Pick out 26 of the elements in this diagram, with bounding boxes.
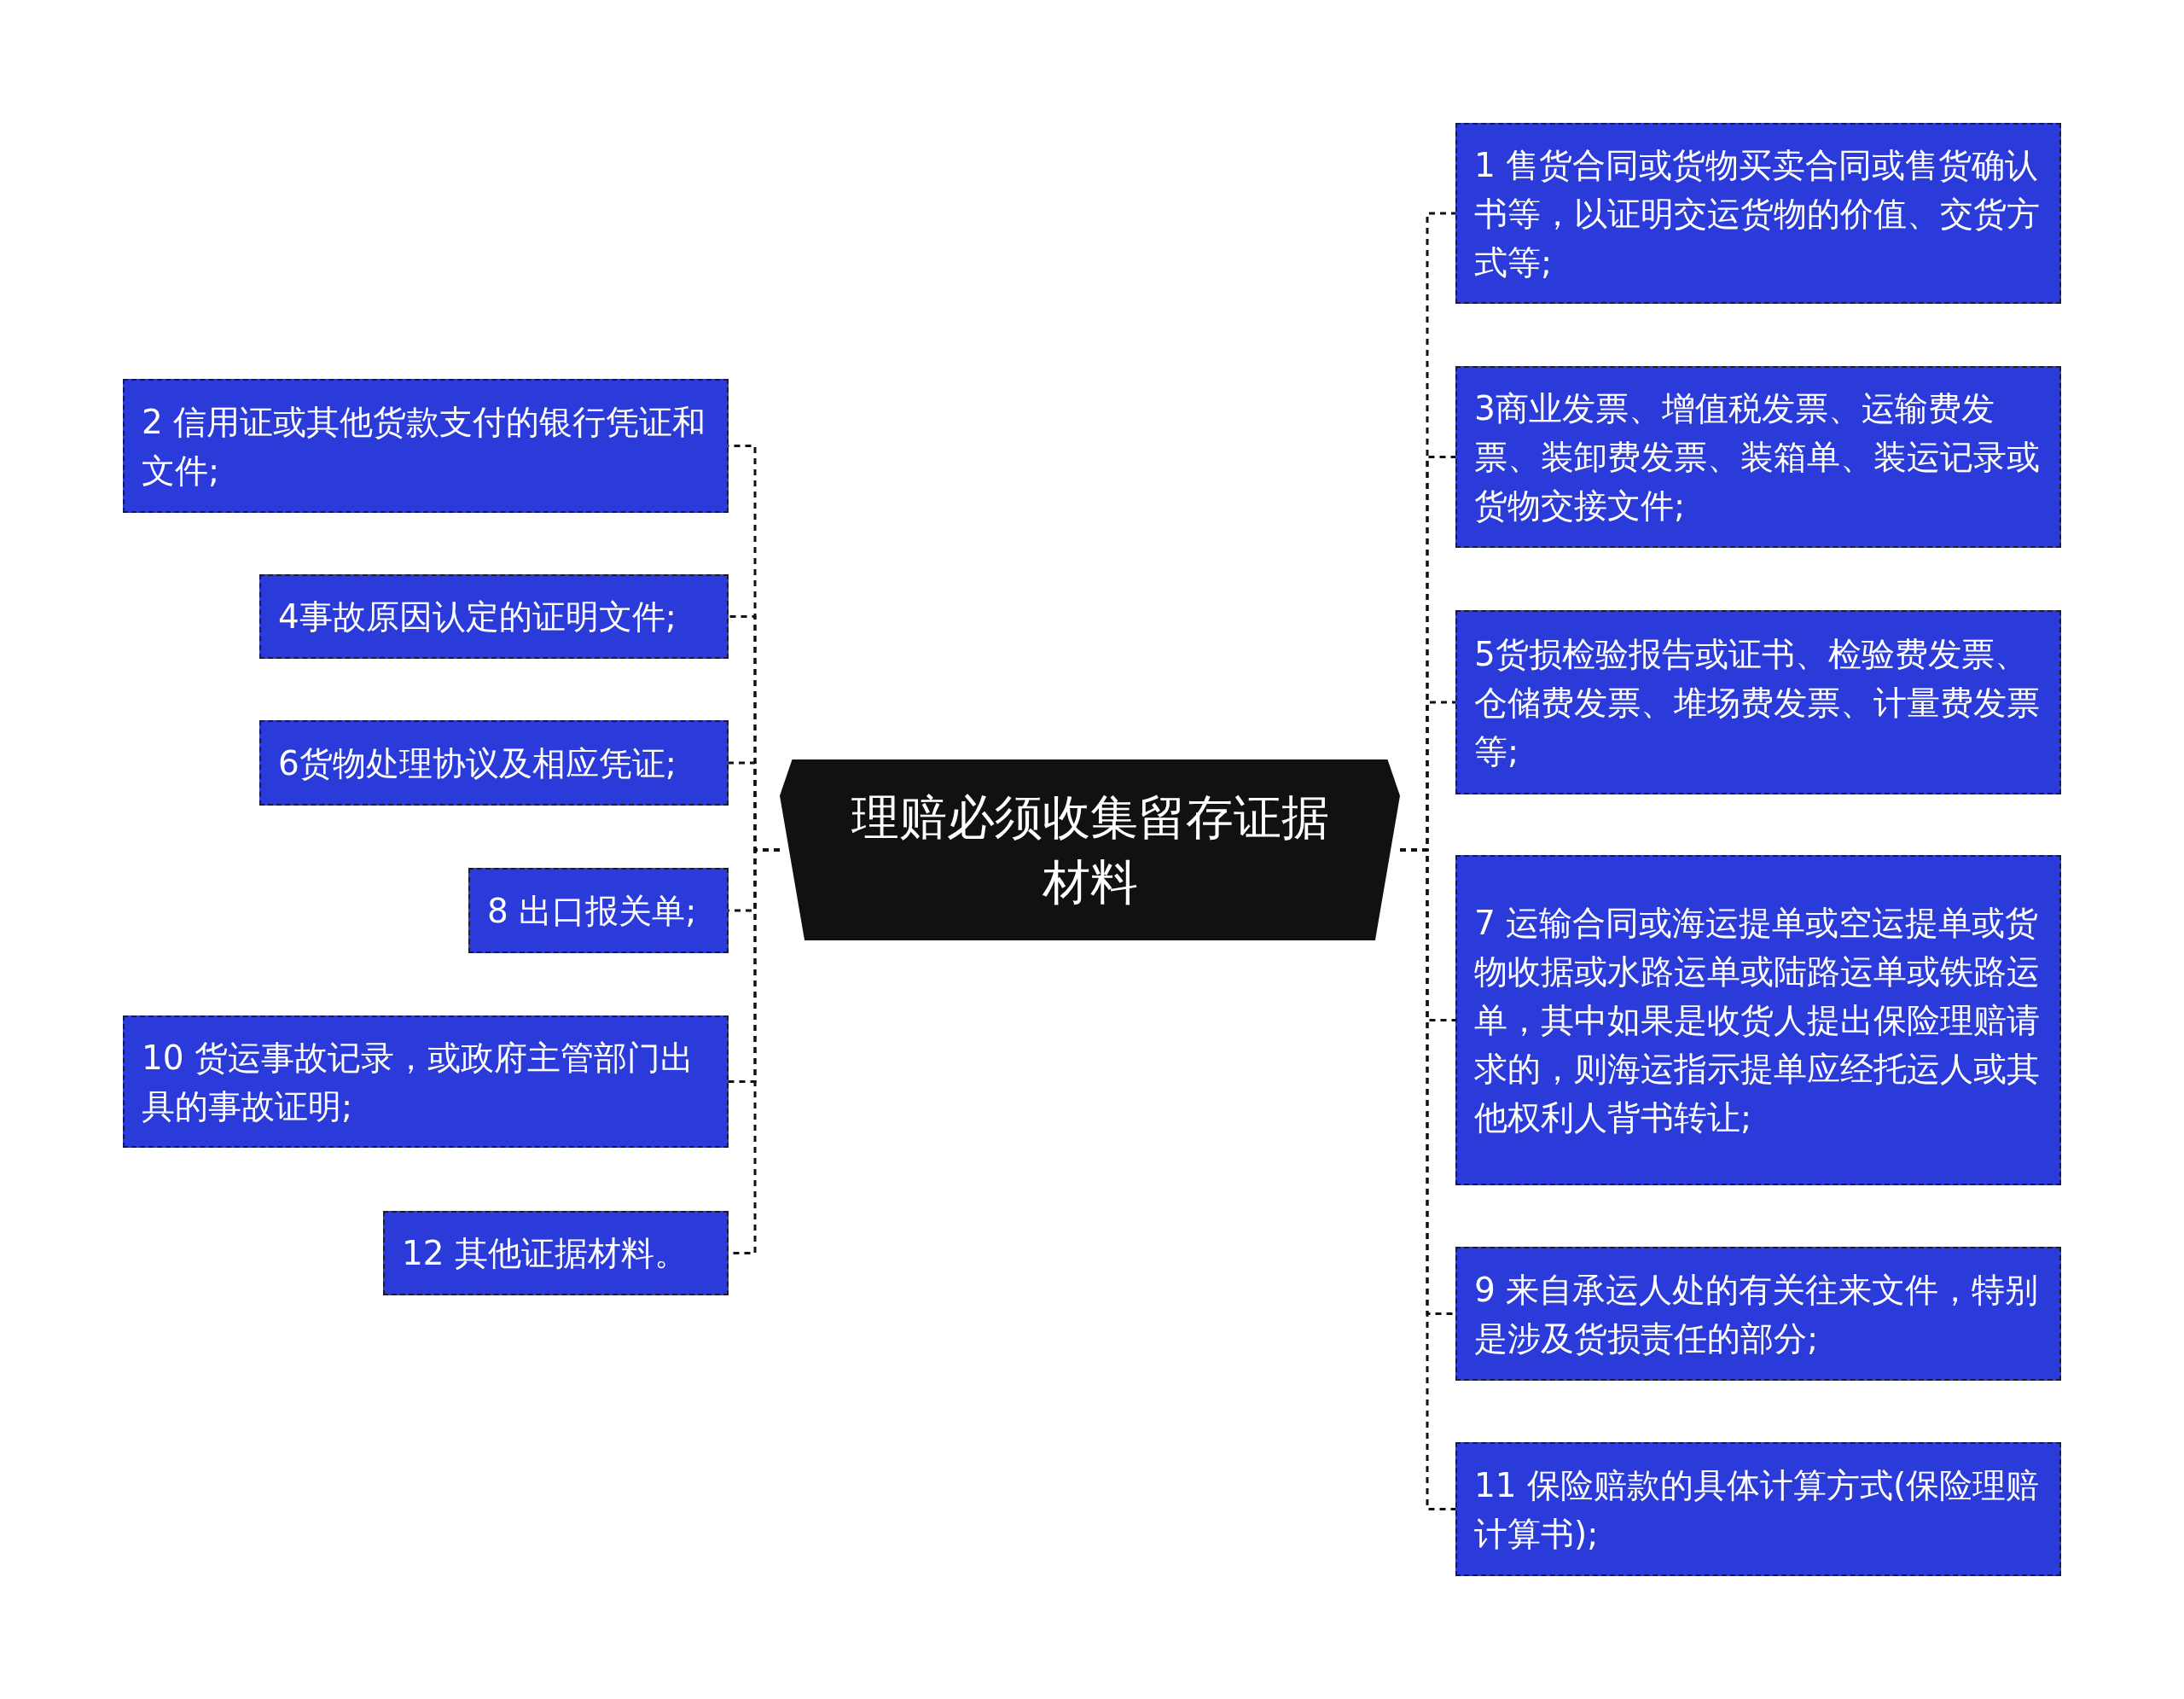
topic-text: 6货物处理协议及相应凭证; xyxy=(278,742,677,784)
topic-box xyxy=(1455,610,2061,794)
topic-text: 7 运输合同或海运提单或空运提单或货物收据或水路运单或陆路运单或铁路运单，其中如果是收货人提出保险理赔请求的，则海运指示提单应经托运人或其他权利人背书转让; xyxy=(1474,903,2041,1138)
central-topic-hexagon xyxy=(780,759,1400,940)
topic-text: 2 信用证或其他货款支付的银行凭证和文件; xyxy=(142,401,707,492)
topic-text: 1 售货合同或货物买卖合同或售货确认书等，以证明交运货物的价值、交货方式等; xyxy=(1474,144,2041,283)
topic-box xyxy=(1455,1442,2061,1576)
topic-text: 3商业发票、增值税发票、运输费发票、装卸费发票、装箱单、装运记录或货物交接文件; xyxy=(1474,388,2041,527)
topic-box xyxy=(1455,123,2061,304)
topic-box xyxy=(468,868,729,953)
topic-box xyxy=(259,574,729,659)
topic-box xyxy=(123,1015,729,1148)
topic-box xyxy=(123,379,729,513)
topic-text: 12 其他证据材料。 xyxy=(402,1233,688,1274)
topic-box xyxy=(1455,366,2061,548)
topic-text: 8 出口报关单; xyxy=(487,890,697,932)
topic-box xyxy=(1455,855,2061,1185)
topic-box xyxy=(1455,1247,2061,1381)
topic-text: 5货损检验报告或证书、检验费发票、仓储费发票、堆场费发票、计量费发票等; xyxy=(1474,633,2041,772)
topic-title: 理赔必须收集留存证据材料 xyxy=(850,788,1330,911)
topic-text: 10 货运事故记录，或政府主管部门出具的事故证明; xyxy=(142,1037,695,1127)
topic-text: 11 保险赔款的具体计算方式(保险理赔计算书); xyxy=(1474,1464,2041,1555)
topic-box xyxy=(259,720,729,806)
topic-text: 4事故原因认定的证明文件; xyxy=(278,596,677,637)
topic-text: 9 来自承运人处的有关往来文件，特别是涉及货损责任的部分; xyxy=(1474,1269,2040,1359)
topic-box xyxy=(383,1211,729,1295)
